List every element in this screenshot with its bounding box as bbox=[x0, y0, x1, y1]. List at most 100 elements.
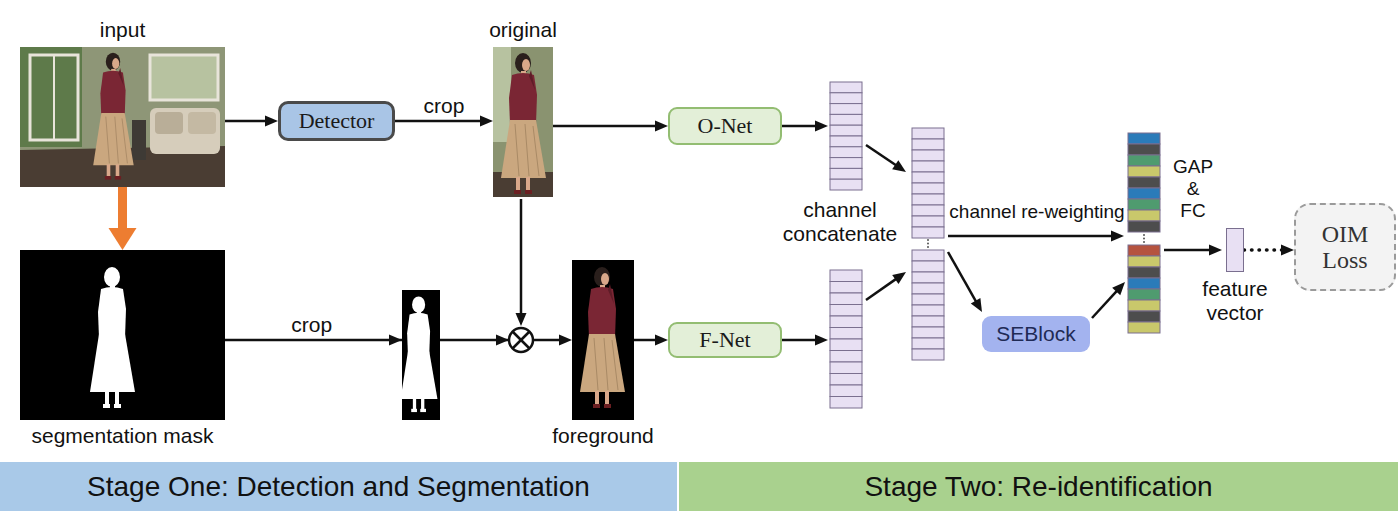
flow-arrows bbox=[389, 121, 1222, 346]
arrow-line bbox=[118, 187, 127, 229]
figure-part bbox=[93, 53, 134, 180]
cropped-image: original bbox=[493, 47, 553, 197]
network-box: O-Net bbox=[668, 107, 782, 145]
mask-image: segmentation mask bbox=[20, 250, 225, 420]
feature-cell bbox=[912, 250, 944, 261]
box-label: Detector bbox=[299, 108, 375, 134]
figure-part bbox=[20, 250, 225, 420]
feature-cell bbox=[912, 161, 944, 172]
connector bbox=[634, 335, 668, 346]
feature-cell bbox=[1128, 155, 1160, 166]
feature-cell bbox=[1128, 144, 1160, 155]
box-label: SEBlock bbox=[996, 322, 1075, 346]
detector-box: Detector bbox=[278, 101, 395, 141]
arrow-line bbox=[634, 339, 656, 342]
arrow-line bbox=[866, 145, 896, 165]
input-photo bbox=[20, 47, 225, 187]
foreground-photo bbox=[572, 260, 634, 420]
figure-part bbox=[150, 55, 218, 100]
arrow-head bbox=[1209, 245, 1222, 256]
feature-cell bbox=[830, 114, 862, 125]
arrow-head bbox=[480, 116, 493, 127]
arrow-line bbox=[395, 120, 481, 123]
feature-cell bbox=[912, 194, 944, 205]
cropped-photo bbox=[493, 47, 553, 197]
feature-cell bbox=[912, 305, 944, 316]
arrow-line bbox=[782, 339, 816, 342]
feature-cell bbox=[830, 136, 862, 147]
feature-cell bbox=[830, 93, 862, 104]
arrow-head bbox=[559, 335, 572, 346]
figure-part bbox=[513, 332, 530, 349]
figure-part bbox=[493, 47, 511, 142]
feature-cell bbox=[830, 374, 862, 386]
arrow-head bbox=[496, 335, 509, 346]
figure-part bbox=[53, 55, 55, 140]
feature-cell bbox=[830, 270, 862, 282]
input-image: input bbox=[20, 47, 225, 187]
network-box: F-Net bbox=[668, 322, 782, 358]
cropped-mask bbox=[401, 290, 440, 420]
concat-column bbox=[912, 128, 944, 238]
arrow-head bbox=[1112, 282, 1125, 295]
connector bbox=[225, 116, 278, 127]
feature-column bbox=[830, 82, 862, 190]
feature-cell bbox=[912, 349, 944, 360]
feature-cell bbox=[1128, 210, 1160, 221]
arrow-line bbox=[520, 199, 523, 314]
arrow-line bbox=[948, 252, 976, 302]
feature-cell bbox=[830, 339, 862, 351]
connector bbox=[1244, 245, 1294, 256]
ellipsis-dot bbox=[1143, 234, 1145, 236]
box-label: Stage Two: Re-identification bbox=[864, 471, 1212, 503]
arrow-head bbox=[892, 160, 906, 172]
multiply-symbol bbox=[509, 328, 533, 352]
feature-vector: feature vector bbox=[1226, 228, 1244, 272]
arrow-line bbox=[553, 125, 656, 128]
figure-part bbox=[155, 112, 183, 134]
feature-cell bbox=[830, 168, 862, 179]
feature-cell bbox=[1128, 322, 1160, 333]
annotation-label: GAP & FC bbox=[1172, 156, 1214, 222]
figure-part bbox=[572, 260, 634, 420]
feature-cell bbox=[912, 294, 944, 305]
feature-cell bbox=[1128, 311, 1160, 322]
feature-cell bbox=[1128, 133, 1160, 144]
figure-part bbox=[188, 112, 216, 134]
image-caption: original bbox=[489, 18, 557, 42]
ellipsis-dot bbox=[1143, 238, 1145, 240]
feature-cell bbox=[830, 82, 862, 93]
se-block: SEBlock bbox=[982, 316, 1090, 352]
foreground-image: foreground bbox=[572, 260, 634, 420]
feature-cell bbox=[830, 104, 862, 115]
arrow-head bbox=[389, 335, 402, 346]
image-caption: feature vector bbox=[1187, 277, 1283, 325]
stage-banner: Stage One: Detection and Segmentation bbox=[0, 462, 677, 511]
ellipsis-dot bbox=[927, 239, 929, 241]
loss-box: OIM Loss bbox=[1294, 203, 1396, 291]
feature-cell bbox=[830, 316, 862, 328]
feature-cell bbox=[912, 327, 944, 338]
box-label: O-Net bbox=[698, 113, 753, 139]
box-label: Stage One: Detection and Segmentation bbox=[87, 471, 590, 503]
arrow-line bbox=[782, 125, 816, 128]
feature-cell bbox=[830, 125, 862, 136]
feature-cell bbox=[830, 293, 862, 305]
feature-cell bbox=[912, 216, 944, 227]
feature-cell bbox=[830, 305, 862, 317]
figure-part bbox=[20, 47, 225, 187]
arrow-head bbox=[892, 272, 906, 284]
arrow-line bbox=[1164, 249, 1210, 252]
connector bbox=[109, 187, 137, 250]
edge-label: crop bbox=[289, 313, 334, 337]
feature-cell bbox=[912, 183, 944, 194]
feature-cell bbox=[1128, 188, 1160, 199]
feature-cell bbox=[1128, 245, 1160, 256]
segmentation-mask bbox=[20, 250, 225, 420]
feature-cell bbox=[912, 205, 944, 216]
arrow-head bbox=[516, 313, 527, 326]
arrow-head bbox=[1281, 245, 1294, 256]
box-label: OIM Loss bbox=[1305, 221, 1385, 274]
